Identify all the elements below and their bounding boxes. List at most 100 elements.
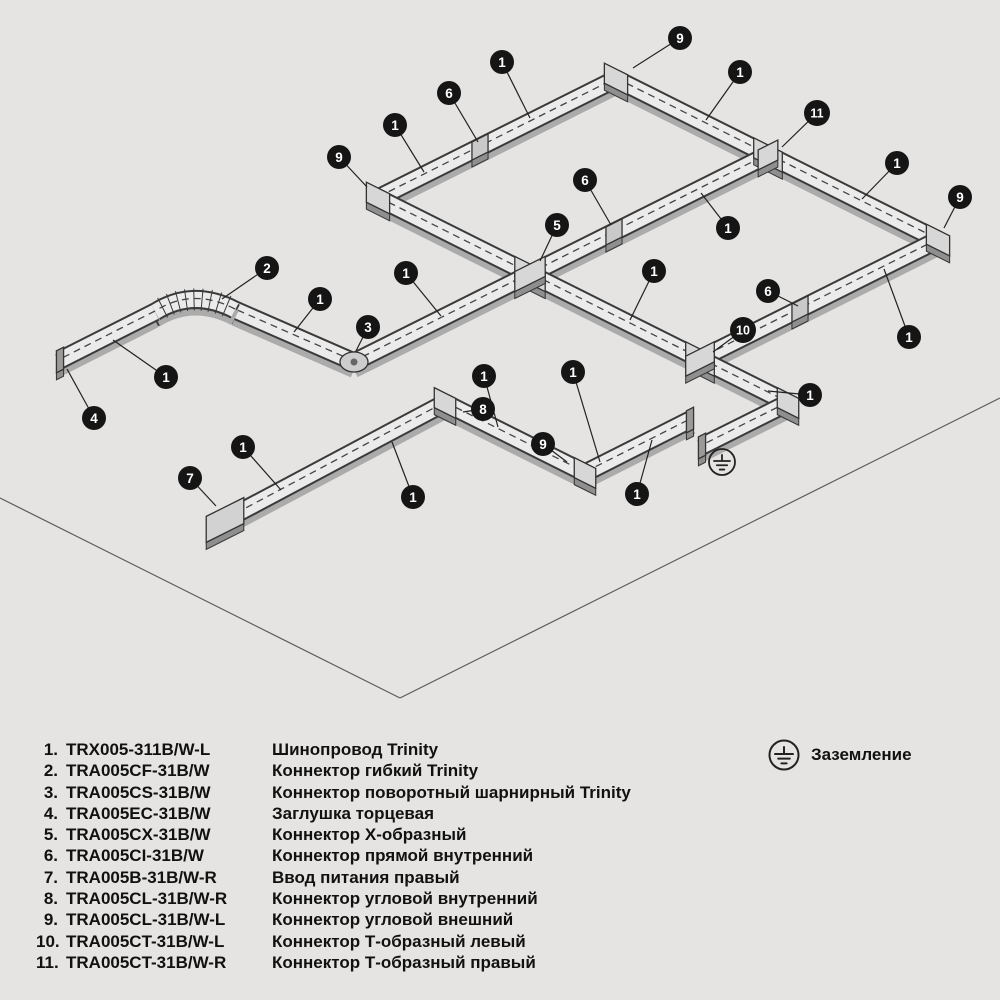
legend-item-number: 5. [43,825,58,845]
callout: 1 [625,439,653,506]
legend-item-description: Коннектор X-образный [272,825,467,845]
ground-symbol-icon [768,739,800,771]
callout: 6 [756,279,799,307]
callout-number: 1 [391,118,399,133]
callout-circle [545,213,569,237]
corner-connector-block [573,456,597,497]
callout-number: 1 [905,330,913,345]
callout-circle [327,145,351,169]
legend-item-number: 8. [43,889,58,909]
callout: 1 [293,287,332,333]
legend-item-description: Ввод питания правый [272,867,460,887]
legend-item: 2. TRA005CF-31B/W Коннектор гибкий Trinity [36,760,631,781]
callout-number: 1 [806,388,814,403]
callout-number: 6 [764,284,772,299]
track-segment [695,231,943,375]
track-segment [230,301,359,378]
x-connector-block [514,255,546,300]
legend-item-number: 10. [36,931,60,951]
track-segment [580,411,695,489]
track-segment [373,189,535,290]
track-segment [611,70,773,171]
callout-circle [471,397,495,421]
callout: 6 [573,168,612,226]
legend-item-code: TRA005CX-31B/W [66,825,211,845]
callout-number: 9 [335,150,343,165]
callout: 1 [700,192,740,240]
legend-item-description: Заглушка торцевая [272,803,435,823]
callout-circle [804,100,830,126]
straight-connector-block [791,294,809,330]
legend-item-description: Коннектор Т-образный левый [272,931,526,951]
callout: 1 [490,50,531,119]
track-segment [763,146,943,256]
corner-connector-block [433,386,457,427]
callout-number: 9 [676,31,684,46]
track-segment [373,70,621,214]
legend-item-number: 2. [43,761,58,781]
callout-circle [308,287,332,311]
legend-item-number: 7. [43,867,58,887]
callout-circle [728,60,752,84]
callout-circle [642,259,666,283]
legend-item-number: 1. [43,740,58,759]
callout: 1 [394,261,442,317]
callout: 4 [66,368,106,430]
callout: 1 [231,435,282,491]
floor-line [399,397,1000,699]
callout-number: 9 [956,190,964,205]
ground-legend-label: Заземление [811,745,912,764]
callout-number: 5 [553,218,561,233]
callout: 1 [767,383,822,407]
floor-line [0,497,401,699]
legend-item-description: Коннектор гибкий Trinity [272,761,479,781]
legend-item-code: TRA005CS-31B/W [66,782,211,802]
callout-number: 1 [893,156,901,171]
callout-number: 1 [480,369,488,384]
legend-item: 5. TRA005CX-31B/W Коннектор X-образный [36,824,631,845]
callout-number: 1 [162,370,170,385]
hinge-connector [339,351,369,373]
callout: 8 [462,397,495,421]
callout: 3 [355,315,380,352]
legend-item-description: Коннектор поворотный шарнирный Trinity [272,782,631,802]
callout: 5 [539,213,569,262]
callout: 1 [391,441,425,509]
legend-item-code: TRA005B-31B/W-R [66,867,217,887]
corner-connector-block [776,386,800,427]
callout: 1 [883,268,921,349]
legend-item-code: TRA005CF-31B/W [66,761,210,781]
callout-circle [573,168,597,192]
callout-circle [472,364,496,388]
legend-item-code: TRX005-311B/W-L [66,740,211,759]
callout-number: 1 [633,487,641,502]
track-segment [525,146,773,290]
callout-circle [798,383,822,407]
callout-circle [437,81,461,105]
legend-item-description: Коннектор прямой внутренний [272,846,534,866]
track-segment [525,265,705,375]
end-cap-block [697,432,707,467]
callout: 1 [383,113,425,173]
corner-connector-block [925,223,951,264]
callout-number: 2 [263,261,271,276]
straight-connector-block [605,217,623,253]
ground-legend: Заземление [766,737,912,773]
callout-circle [897,325,921,349]
callout: 2 [221,256,279,300]
callout: 9 [531,432,568,463]
legend-item-code: TRA005CI-31B/W [66,846,204,866]
legend-item-code: TRA005CT-31B/W-R [66,952,227,972]
legend-item-number: 6. [43,846,58,866]
callout: 11 [781,100,830,148]
callout-number: 1 [724,221,732,236]
callout-circle [356,315,380,339]
callout-number: 1 [402,266,410,281]
legend-item-number: 3. [43,782,58,802]
callout-circle [82,406,106,430]
